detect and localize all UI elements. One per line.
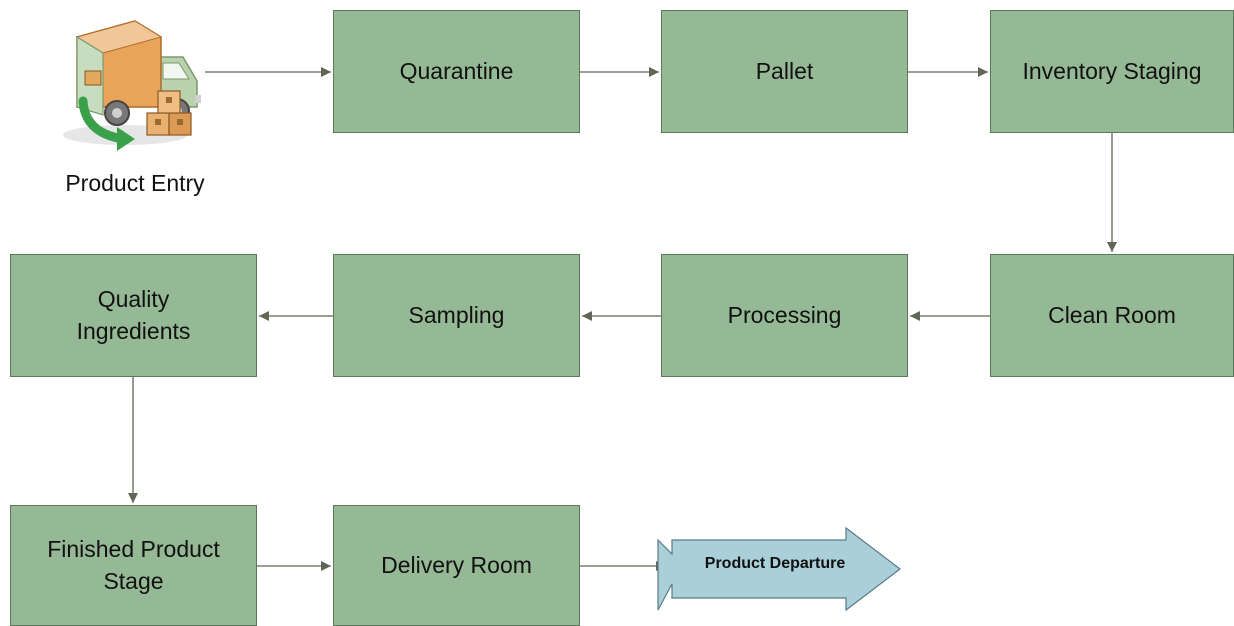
node-pallet: Pallet — [661, 10, 908, 133]
node-inventory-staging: Inventory Staging — [990, 10, 1234, 133]
product-departure-arrow-shape — [657, 526, 901, 612]
node-quality-ingredients: Quality Ingredients — [10, 254, 257, 377]
delivery-truck-icon — [63, 20, 201, 151]
node-finished-product-stage: Finished Product Stage — [10, 505, 257, 626]
node-delivery-room: Delivery Room — [333, 505, 580, 626]
node-processing: Processing — [661, 254, 908, 377]
node-clean-room: Clean Room — [990, 254, 1234, 377]
node-product-entry-label: Product Entry — [65, 170, 205, 196]
node-quarantine: Quarantine — [333, 10, 580, 133]
node-sampling: Sampling — [333, 254, 580, 377]
node-product-departure-label: Product Departure — [704, 555, 846, 572]
